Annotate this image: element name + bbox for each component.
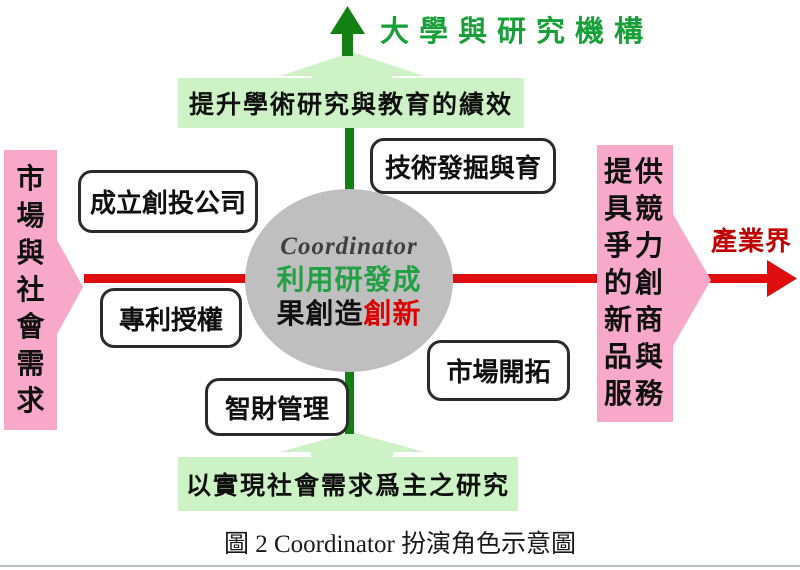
- market-development-box: 市場開拓: [427, 340, 570, 401]
- market-social-needs-label: 市場與社會需求: [16, 163, 45, 417]
- coordinator-title: Coordinator: [280, 232, 418, 260]
- bottom-divider: [0, 565, 800, 567]
- competitive-offer-label: 提供具競爭力的創新商品與服務: [603, 157, 666, 410]
- market-social-needs-panel: 市場與社會需求: [4, 150, 57, 430]
- pink-arrow-tip-right-icon: [673, 214, 711, 346]
- competitive-offer-panel: 提供具競爭力的創新商品與服務: [597, 145, 673, 422]
- up-block-arrow-top-icon: [280, 52, 424, 86]
- green-connector-lower: [345, 366, 354, 434]
- red-arrow-head-icon: [767, 260, 797, 297]
- university-research-label: 大學與研究機構: [380, 16, 654, 48]
- coordinator-line3: 果創造創新: [276, 298, 421, 332]
- industry-label: 產業界: [711, 227, 793, 256]
- red-arrow-shaft: [706, 274, 770, 283]
- ip-management-box: 智財管理: [205, 378, 349, 436]
- coordinator-ellipse: Coordinator 利用研發成 果創造創新: [245, 189, 453, 372]
- patent-licensing-box: 專利授權: [100, 288, 242, 348]
- coordinator-line2: 利用研發成: [276, 264, 422, 296]
- green-connector-upper: [345, 128, 354, 192]
- pink-arrow-tip-left-icon: [56, 238, 83, 336]
- figure-caption: 圖 2 Coordinator 扮演角色示意圖: [223, 531, 577, 558]
- coordinator-line3-black: 果創造: [276, 298, 364, 330]
- up-block-arrow-bottom-icon: [280, 432, 424, 459]
- green-up-arrow-icon: [330, 6, 365, 56]
- social-needs-research-box: 以實現社會需求爲主之研究: [178, 457, 518, 511]
- coordinator-line3-red: 創新: [363, 298, 422, 330]
- tech-discovery-box: 技術發掘與育: [370, 138, 556, 194]
- venture-company-box: 成立創投公司: [78, 170, 258, 233]
- academic-achievement-box: 提升學術研究與教育的績效: [178, 78, 524, 128]
